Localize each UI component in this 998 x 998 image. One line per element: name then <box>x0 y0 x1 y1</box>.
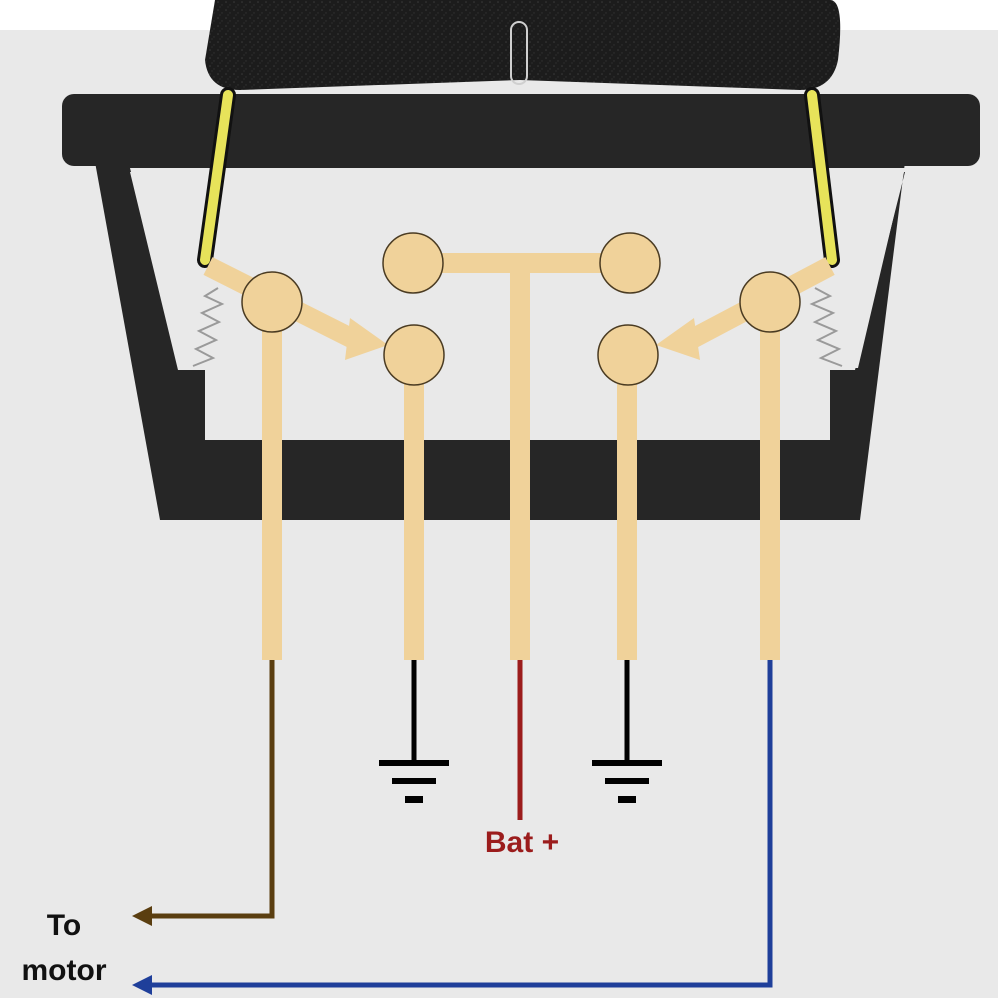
terminal-pins <box>262 253 780 660</box>
battery-label: Bat + <box>485 826 559 859</box>
ground-symbol-right-icon <box>592 760 662 803</box>
motor-label-line1: To <box>47 909 81 942</box>
pin-ground-right <box>617 355 637 660</box>
housing-top-bar <box>62 94 980 166</box>
right-actuator-rod-fill <box>807 90 837 265</box>
ground-symbol-left-icon <box>379 760 449 803</box>
pin-battery <box>510 263 530 660</box>
pin-motor-b <box>760 300 780 660</box>
contact-top-right <box>599 232 661 294</box>
left-actuator-rod-fill <box>200 90 233 265</box>
contacts <box>241 232 801 386</box>
left-arm-arrow-icon <box>345 318 388 360</box>
wire-motor-a-arrow-icon <box>132 906 152 926</box>
wire-motor-b-arrow-icon <box>132 975 152 995</box>
wire-motor-b <box>150 660 773 988</box>
right-arm-arrow-icon <box>656 318 700 360</box>
right-spring-icon <box>809 287 843 367</box>
wire-motor-a <box>150 660 275 919</box>
left-spring-icon <box>192 287 225 367</box>
rocker-button <box>205 0 841 90</box>
motor-label-line2: motor <box>22 954 107 987</box>
contact-left-pivot <box>241 271 303 333</box>
battery-crossbar <box>415 253 630 273</box>
pin-motor-a <box>262 300 282 660</box>
contact-right-pivot <box>739 271 801 333</box>
pin-ground-left <box>404 355 424 660</box>
contact-top-left <box>382 232 444 294</box>
contact-lower-right <box>597 324 659 386</box>
switch-housing <box>95 162 905 520</box>
rocker-indicator <box>510 21 528 85</box>
contact-lower-left <box>383 324 445 386</box>
